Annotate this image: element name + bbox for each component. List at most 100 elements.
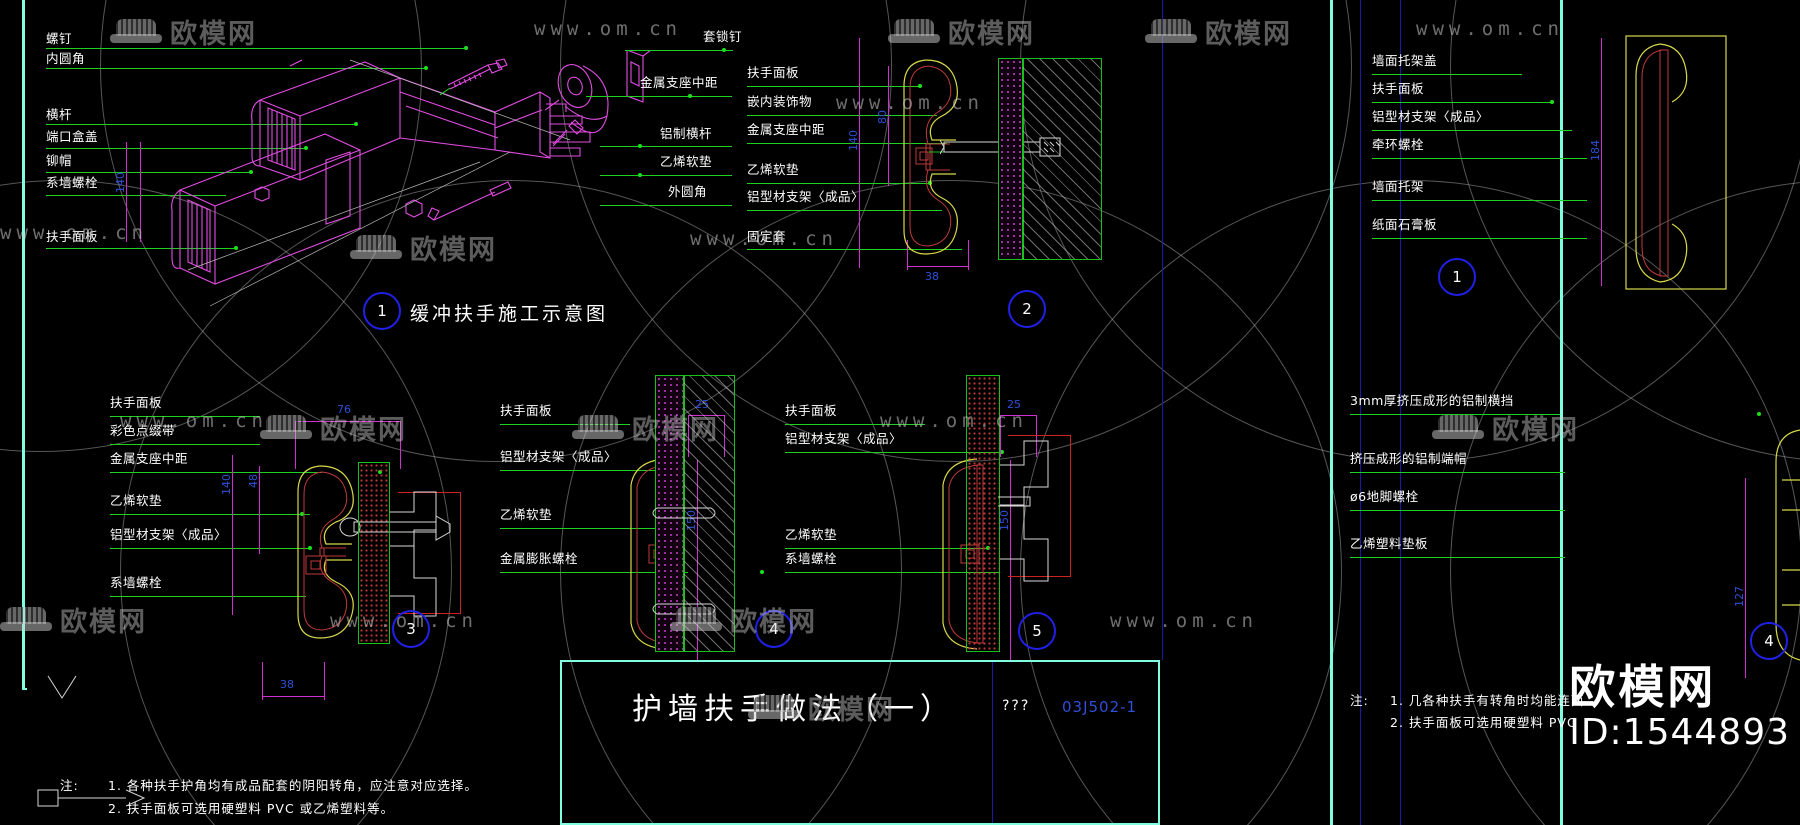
right-bottom-leader <box>1350 472 1565 473</box>
right-bottom-note-item2: 2. 扶手面板可选用硬塑料 PVC <box>1390 715 1577 730</box>
detail3-label: 铝型材支架〈成品〉 <box>110 527 228 542</box>
detail4-label: 金属膨胀螺栓 <box>500 551 579 566</box>
detail4-leader <box>500 424 630 425</box>
detail1-leader-dot <box>638 144 642 148</box>
detail1-leader-dot <box>354 122 358 126</box>
detail2-bubble[interactable]: 2 <box>1008 290 1046 328</box>
detail2-label: 扶手面板 <box>747 65 800 80</box>
sheet-border-bottom <box>22 688 27 690</box>
right-bottom-label: 乙烯塑料垫板 <box>1350 536 1429 551</box>
watermark-url: www.om.cn <box>1416 18 1564 40</box>
detail3-leader <box>110 548 310 549</box>
sheet-border-right-a <box>1330 0 1333 825</box>
detail1-leader-dot <box>722 48 726 52</box>
detail3-leader-dot <box>300 512 304 516</box>
detail5-leader <box>785 548 990 549</box>
note-item-2: 2. 扶手面板可选用硬塑料 PVC 或乙烯塑料等。 <box>108 801 395 816</box>
detail5-dim-line <box>1036 415 1037 457</box>
detail5-leader-dot <box>1000 450 1004 454</box>
watermark-logo: 欧模网 <box>1145 12 1292 51</box>
detail1-label: 外圆角 <box>668 184 708 199</box>
detail4-insulation <box>655 375 685 652</box>
detail1-label: 内圆角 <box>46 51 86 66</box>
watermark-url: www.om.cn <box>1110 610 1258 632</box>
detail4-bubble[interactable]: 4 <box>755 610 793 648</box>
detail3-profile-drawing <box>297 465 354 639</box>
detail2-dim-line <box>968 240 969 270</box>
detail3-dim-line <box>295 421 296 469</box>
detail1-screw-drawing <box>440 58 508 96</box>
detail2-label: 铝型材支架〈成品〉 <box>747 189 865 204</box>
detail3-dim-value: 48 <box>247 474 260 488</box>
detail1-dim-line <box>140 142 141 242</box>
detail1-leader <box>46 148 306 149</box>
detail4-label: 扶手面板 <box>500 403 553 418</box>
right-top-bubble[interactable]: 1 <box>1438 258 1476 296</box>
detail3-stud-drawing <box>390 491 437 617</box>
detail1-leader <box>600 146 732 147</box>
detail2-profile-drawing <box>903 59 958 255</box>
detail5-stud-outline <box>1008 435 1071 577</box>
detail5-dim-value: 25 <box>1007 398 1021 411</box>
detail2-insulation <box>998 58 1024 260</box>
detail1-label: 端口盒盖 <box>46 129 99 144</box>
detail4-label: 铝型材支架〈成品〉 <box>500 449 618 464</box>
detail4-anchor-bolts <box>652 507 716 615</box>
detail2-leader-dot <box>918 84 922 88</box>
detail3-bubble[interactable]: 3 <box>392 610 430 648</box>
detail2-leader <box>747 249 962 250</box>
detail3-dim-value: 38 <box>280 678 294 691</box>
detail3-label: 扶手面板 <box>110 395 163 410</box>
detail1-leader <box>46 68 426 69</box>
sheet-guide-line <box>1400 0 1401 825</box>
detail5-bubble[interactable]: 5 <box>1018 612 1056 650</box>
detail1-leader-dot <box>638 173 642 177</box>
detail5-label: 乙烯软垫 <box>785 527 838 542</box>
right-bottom-notes-title: 注: <box>1350 693 1369 708</box>
detail1-label: 铆帽 <box>46 153 73 168</box>
detail3-dim-value: 140 <box>220 474 233 495</box>
detail3-leader <box>110 514 310 515</box>
detail2-dim-value: 80 <box>876 110 889 124</box>
detail4-wall <box>683 375 735 652</box>
right-bottom-bubble[interactable]: 4 <box>1750 622 1788 660</box>
notes-marker-drawing <box>37 789 146 807</box>
detail2-dim-line <box>859 38 860 268</box>
detail2-dim-value: 140 <box>847 130 860 151</box>
detail5-dim-line <box>1010 460 1011 660</box>
detail1-label: 扶手面板 <box>46 229 99 244</box>
detail1-label: 横杆 <box>46 107 73 122</box>
right-bottom-label: 挤压成形的铝制端帽 <box>1350 451 1468 466</box>
detail5-leader <box>785 572 1000 573</box>
detail2-label: 固定套 <box>747 229 787 244</box>
detail3-dim-line <box>400 421 401 469</box>
detail2-dim-line <box>907 240 908 270</box>
sheet-corner-marker <box>47 675 77 699</box>
detail3-dim-line <box>232 455 233 615</box>
sofa-icon <box>572 413 624 443</box>
detail2-dim-line <box>888 66 889 186</box>
corner-watermark-brand: 欧模网 <box>1569 660 1717 714</box>
detail5-dim-line <box>1000 415 1001 457</box>
detail1-bubble[interactable]: 1 <box>363 292 401 330</box>
detail5-leader <box>785 452 1003 453</box>
detail1-label: 螺钉 <box>46 31 73 46</box>
sofa-icon <box>1145 17 1197 47</box>
detail3-leader <box>110 416 260 417</box>
detail3-label: 彩色点缀带 <box>110 423 176 438</box>
right-top-leader <box>1372 200 1587 201</box>
detail5-label: 系墙螺栓 <box>785 551 838 566</box>
watermark-logo-text: 欧模网 <box>1205 19 1292 50</box>
detail3-label: 乙烯软垫 <box>110 493 163 508</box>
watermark-logo: 欧模网 <box>260 408 407 447</box>
right-top-leader <box>1372 74 1522 75</box>
sofa-icon <box>1432 413 1484 443</box>
corner-watermark: 欧模网 ID:1544893 <box>1569 664 1790 755</box>
title-block-question: ??? <box>1002 698 1031 714</box>
right-top-label: 墙面托架盖 <box>1372 53 1438 68</box>
detail1-leader-dot <box>304 146 308 150</box>
detail4-leader <box>500 528 670 529</box>
right-bottom-leader-dot <box>1757 412 1761 416</box>
detail2-wall <box>1022 58 1102 260</box>
